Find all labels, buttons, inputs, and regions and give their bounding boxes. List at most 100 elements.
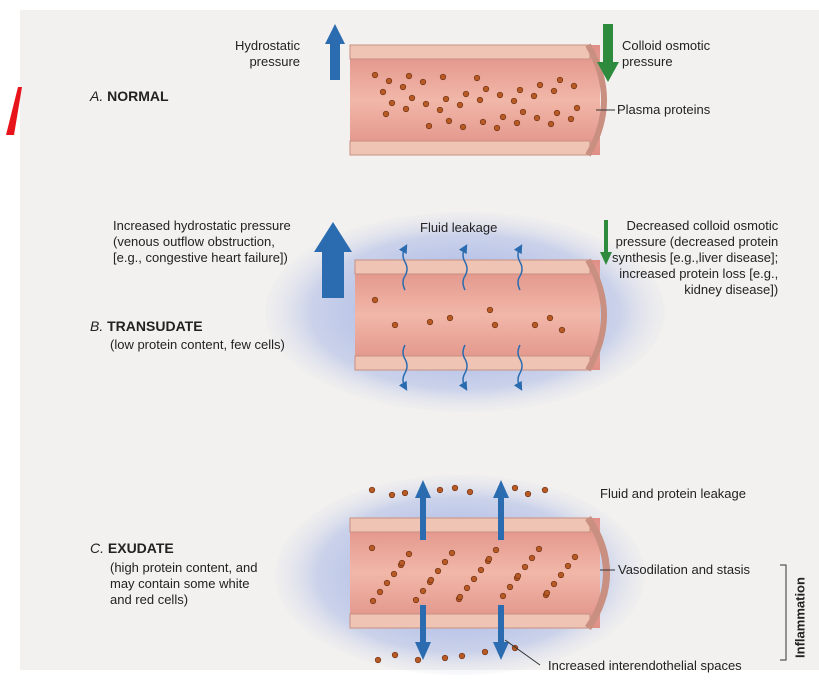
protein-dot bbox=[402, 490, 408, 496]
increased-hydrostatic-label: Increased hydrostatic pressure (venous o… bbox=[113, 218, 291, 266]
protein-dot bbox=[415, 657, 421, 663]
protein-dot bbox=[512, 485, 518, 491]
protein-dot bbox=[423, 101, 429, 107]
protein-dot bbox=[435, 568, 441, 574]
protein-dot bbox=[500, 114, 506, 120]
panel-c-subtitle: (high protein content, and may contain s… bbox=[110, 560, 257, 608]
protein-dot bbox=[568, 116, 574, 122]
protein-dot bbox=[534, 115, 540, 121]
protein-dot bbox=[536, 546, 542, 552]
protein-dot bbox=[440, 74, 446, 80]
protein-dot bbox=[457, 594, 463, 600]
protein-dot bbox=[442, 559, 448, 565]
protein-dot bbox=[372, 297, 378, 303]
protein-dot bbox=[559, 327, 565, 333]
protein-dot bbox=[542, 487, 548, 493]
protein-dot bbox=[391, 571, 397, 577]
protein-dot bbox=[386, 78, 392, 84]
protein-dot bbox=[551, 581, 557, 587]
protein-dot bbox=[403, 106, 409, 112]
protein-dot bbox=[492, 322, 498, 328]
protein-dot bbox=[427, 319, 433, 325]
fluid-protein-leakage-label: Fluid and protein leakage bbox=[600, 486, 746, 502]
protein-dot bbox=[449, 550, 455, 556]
protein-dot bbox=[531, 93, 537, 99]
protein-dot bbox=[392, 652, 398, 658]
protein-dot bbox=[497, 92, 503, 98]
protein-dot bbox=[463, 91, 469, 97]
protein-dot bbox=[457, 102, 463, 108]
protein-dot bbox=[413, 597, 419, 603]
protein-dot bbox=[515, 573, 521, 579]
protein-dot bbox=[384, 580, 390, 586]
colloid-label: Colloid osmotic pressure bbox=[622, 38, 710, 70]
protein-dot bbox=[389, 100, 395, 106]
protein-dot bbox=[369, 545, 375, 551]
interendothelial-label: Increased interendothelial spaces bbox=[548, 658, 742, 674]
protein-dot bbox=[372, 72, 378, 78]
protein-dot bbox=[406, 551, 412, 557]
panel-c-letter: C. bbox=[90, 540, 104, 556]
protein-dot bbox=[486, 556, 492, 562]
protein-dot bbox=[478, 567, 484, 573]
panel-c-title-text: EXUDATE bbox=[108, 540, 174, 556]
protein-dot bbox=[494, 125, 500, 131]
protein-dot bbox=[399, 560, 405, 566]
protein-dot bbox=[380, 89, 386, 95]
protein-dot bbox=[483, 86, 489, 92]
protein-dot bbox=[471, 576, 477, 582]
protein-dot bbox=[420, 588, 426, 594]
protein-dot bbox=[520, 109, 526, 115]
protein-dot bbox=[460, 124, 466, 130]
protein-dot bbox=[537, 82, 543, 88]
protein-dot bbox=[467, 489, 473, 495]
protein-dot bbox=[487, 307, 493, 313]
protein-dot bbox=[443, 96, 449, 102]
inflammation-bracket: Inflammation bbox=[790, 560, 810, 680]
protein-dot bbox=[532, 322, 538, 328]
protein-dot bbox=[377, 589, 383, 595]
protein-dot bbox=[389, 492, 395, 498]
protein-dot bbox=[480, 119, 486, 125]
protein-dot bbox=[464, 585, 470, 591]
panel-a-title: A. NORMAL bbox=[90, 88, 169, 104]
protein-dot bbox=[442, 655, 448, 661]
protein-dot bbox=[529, 555, 535, 561]
protein-dot bbox=[477, 97, 483, 103]
protein-dot bbox=[525, 491, 531, 497]
vasodilation-label: Vasodilation and stasis bbox=[618, 562, 750, 578]
protein-dot bbox=[406, 73, 412, 79]
protein-dot bbox=[437, 487, 443, 493]
plasma-proteins-label: Plasma proteins bbox=[617, 102, 710, 118]
protein-dot bbox=[452, 485, 458, 491]
protein-dot bbox=[369, 487, 375, 493]
protein-dot bbox=[574, 105, 580, 111]
fluid-leakage-label: Fluid leakage bbox=[420, 220, 497, 236]
protein-dot bbox=[547, 315, 553, 321]
protein-dot bbox=[565, 563, 571, 569]
panel-b-subtitle: (low protein content, few cells) bbox=[110, 337, 285, 353]
protein-dot bbox=[446, 118, 452, 124]
vessel-b bbox=[355, 248, 604, 387]
protein-dot bbox=[522, 564, 528, 570]
protein-dot bbox=[557, 77, 563, 83]
protein-dot bbox=[420, 79, 426, 85]
panel-a-letter: A. bbox=[90, 88, 103, 104]
protein-dot bbox=[482, 649, 488, 655]
protein-dot bbox=[571, 83, 577, 89]
protein-dot bbox=[493, 547, 499, 553]
protein-dot bbox=[409, 95, 415, 101]
protein-dot bbox=[554, 110, 560, 116]
vessel-a bbox=[350, 45, 604, 155]
protein-dot bbox=[548, 121, 554, 127]
protein-dot bbox=[447, 315, 453, 321]
hydrostatic-arrow-a bbox=[325, 24, 345, 80]
protein-dot bbox=[375, 657, 381, 663]
inflammation-label: Inflammation bbox=[793, 568, 808, 668]
panel-b-letter: B. bbox=[90, 318, 103, 334]
protein-dot bbox=[544, 590, 550, 596]
protein-dot bbox=[370, 598, 376, 604]
protein-dot bbox=[514, 120, 520, 126]
panel-a-title-text: NORMAL bbox=[107, 88, 168, 104]
